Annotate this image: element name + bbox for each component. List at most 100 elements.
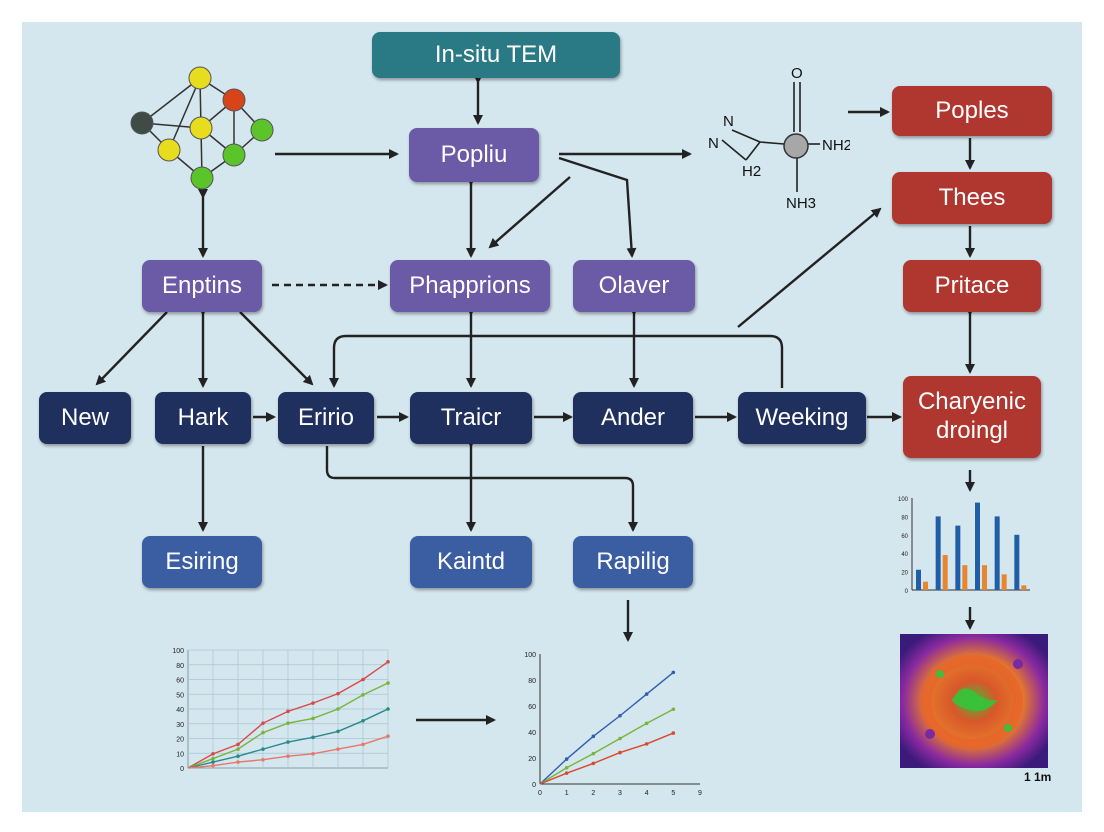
- data-point: [671, 670, 676, 675]
- data-point: [618, 750, 622, 755]
- data-point: [261, 747, 265, 751]
- bar: [1014, 534, 1020, 590]
- node-ander: Ander: [573, 392, 693, 444]
- data-point: [618, 736, 622, 741]
- bar: [935, 516, 941, 590]
- bar: [962, 565, 968, 590]
- bar: [923, 581, 928, 590]
- x-tick-label: 3: [618, 790, 622, 797]
- node-new: New: [39, 392, 131, 444]
- y-tick-label: 80: [901, 515, 908, 521]
- data-point: [644, 742, 649, 746]
- data-point: [311, 735, 315, 740]
- node-traicr: Traicr: [410, 392, 532, 444]
- y-tick-label: 40: [176, 707, 184, 714]
- bar: [942, 555, 948, 590]
- data-point: [286, 709, 290, 714]
- y-tick-label: 100: [172, 648, 184, 655]
- bar: [916, 569, 921, 590]
- y-tick-label: 0: [905, 589, 909, 595]
- y-tick-label: 0: [180, 766, 184, 773]
- data-point: [336, 729, 340, 734]
- nitrogen-label-2: N: [708, 135, 719, 152]
- data-point: [336, 707, 340, 711]
- y-tick-label: 100: [898, 497, 909, 503]
- nh2-label: NH2: [822, 137, 850, 154]
- data-point: [644, 692, 649, 696]
- data-point: [386, 660, 390, 664]
- bar: [982, 565, 987, 590]
- data-point: [286, 754, 290, 758]
- y-tick-label: 80: [528, 678, 536, 685]
- data-point: [644, 721, 649, 726]
- bar: [975, 502, 980, 590]
- nitrogen-label: N: [723, 113, 734, 130]
- data-point: [671, 731, 676, 735]
- bar: [994, 516, 1000, 590]
- data-point: [211, 756, 215, 761]
- tem-heatmap-image: [900, 634, 1048, 768]
- y-tick-label: 60: [528, 704, 536, 711]
- y-tick-label: 30: [176, 722, 184, 729]
- data-point: [236, 747, 240, 751]
- bar: [955, 525, 961, 590]
- data-point: [311, 752, 315, 756]
- series-line: [539, 671, 674, 785]
- node-thees: Thees: [892, 172, 1052, 224]
- data-point: [236, 742, 240, 747]
- data-point: [361, 677, 365, 682]
- series-line: [539, 732, 674, 785]
- node-eririo: Eririo: [278, 392, 374, 444]
- h2-label: H2: [742, 163, 761, 180]
- x-tick-label: 4: [645, 790, 649, 797]
- node-charyenic-droingl: Charyenic droingl: [903, 376, 1041, 458]
- node-poples: Poples: [892, 86, 1052, 136]
- data-point: [671, 707, 676, 712]
- molecule-illustration: [130, 66, 274, 190]
- data-point: [311, 716, 315, 721]
- data-point: [618, 713, 622, 718]
- y-tick-label: 20: [901, 571, 908, 577]
- data-point: [361, 693, 365, 697]
- data-point: [311, 701, 315, 705]
- data-point: [286, 740, 290, 744]
- y-tick-label: 60: [901, 534, 908, 540]
- y-tick-label: 60: [176, 678, 184, 685]
- y-tick-label: 20: [528, 756, 536, 763]
- node-esiring: Esiring: [142, 536, 262, 588]
- y-tick-label: 40: [901, 552, 908, 558]
- x-tick-label: 9: [698, 790, 702, 797]
- y-tick-label: 50: [176, 692, 184, 699]
- scale-bar-label: 1 1m: [1024, 770, 1052, 784]
- node-rapilig: Rapilig: [573, 536, 693, 588]
- data-point: [286, 721, 290, 725]
- data-point: [261, 721, 265, 725]
- data-point: [236, 760, 240, 764]
- data-point: [211, 752, 215, 756]
- node-olaver: Olaver: [573, 260, 695, 312]
- data-point: [386, 707, 390, 711]
- data-point: [564, 757, 569, 761]
- y-tick-label: 40: [528, 730, 536, 737]
- bar: [1021, 585, 1027, 590]
- bar: [1001, 574, 1007, 590]
- data-point: [211, 763, 215, 768]
- data-point: [386, 734, 390, 738]
- data-point: [211, 760, 215, 764]
- data-point: [591, 751, 596, 756]
- node-pritace: Pritace: [903, 260, 1041, 312]
- x-tick-label: 5: [671, 790, 675, 797]
- data-point: [361, 719, 365, 723]
- diagram-canvas: O N N NH2 H2 NH3 In-situ TEM Popliu Enpt…: [22, 22, 1082, 812]
- node-kaintd: Kaintd: [410, 536, 532, 588]
- chemical-structure: O N N NH2 H2 NH3: [708, 65, 850, 212]
- y-tick-label: 100: [524, 652, 536, 659]
- data-point: [336, 691, 340, 696]
- data-point: [386, 681, 390, 685]
- oxygen-label: O: [791, 65, 803, 82]
- node-in-situ-tem: In-situ TEM: [372, 32, 620, 78]
- node-enptins: Enptins: [142, 260, 262, 312]
- bar-chart: 100 80 60 40 20 0: [898, 497, 1030, 595]
- y-tick-label: 80: [176, 663, 184, 670]
